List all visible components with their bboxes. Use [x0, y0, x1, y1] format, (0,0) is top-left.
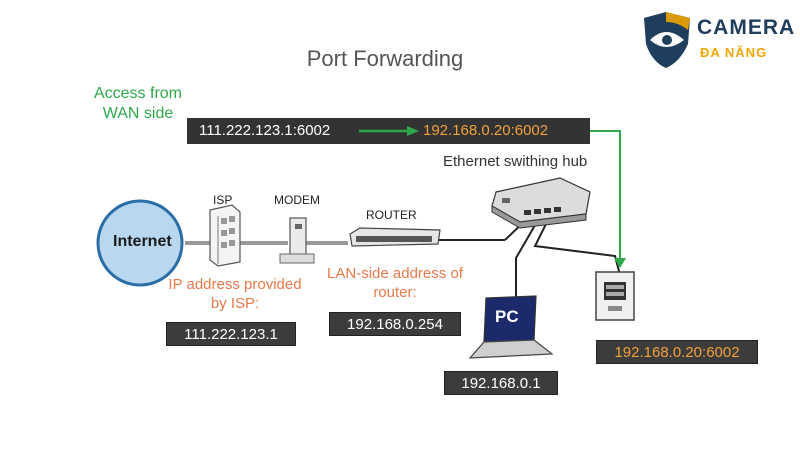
- pc-ip-box: 192.168.0.1: [444, 371, 558, 395]
- external-address: 111.222.123.1:6002: [199, 122, 331, 139]
- logo-text-da-nang: ĐA NĂNG: [700, 45, 768, 60]
- modem-icon: [279, 217, 315, 264]
- device-ip-box: 192.168.0.20:6002: [596, 340, 758, 364]
- modem-label: MODEM: [274, 193, 320, 207]
- router-ip-box: 192.168.0.254: [329, 312, 461, 336]
- router-icon: [349, 227, 441, 247]
- eye-shield-icon: [644, 12, 690, 68]
- isp-ip-box: 111.222.123.1: [166, 322, 296, 346]
- internet-label: Internet: [113, 233, 172, 250]
- pc-laptop-icon: [468, 295, 554, 359]
- hub-label: Ethernet swithing hub: [443, 153, 588, 170]
- forwarding-path: [590, 130, 626, 268]
- ethernet-hub-icon: [491, 177, 591, 229]
- isp-label: ISP: [213, 193, 233, 207]
- forward-arrow-icon: [359, 126, 419, 136]
- isp-server-icon: [209, 204, 241, 267]
- internal-address: 192.168.0.20:6002: [423, 122, 549, 139]
- pc-label: PC: [495, 307, 519, 326]
- wan-access-label: Access from WAN side: [93, 85, 182, 122]
- page-title: Port Forwarding: [306, 46, 464, 71]
- logo-text-camera: CAMERA: [697, 16, 796, 39]
- router-label: ROUTER: [366, 208, 417, 222]
- router-ip-note: LAN-side address of router:: [327, 265, 463, 301]
- wan-forwarding-bar: 111.222.123.1:6002 192.168.0.20:6002: [187, 118, 590, 144]
- network-cables: [185, 217, 621, 298]
- meter-device-icon: [595, 271, 635, 321]
- internet-globe: [96, 199, 184, 287]
- isp-ip-note: IP address provided by ISP:: [168, 276, 302, 312]
